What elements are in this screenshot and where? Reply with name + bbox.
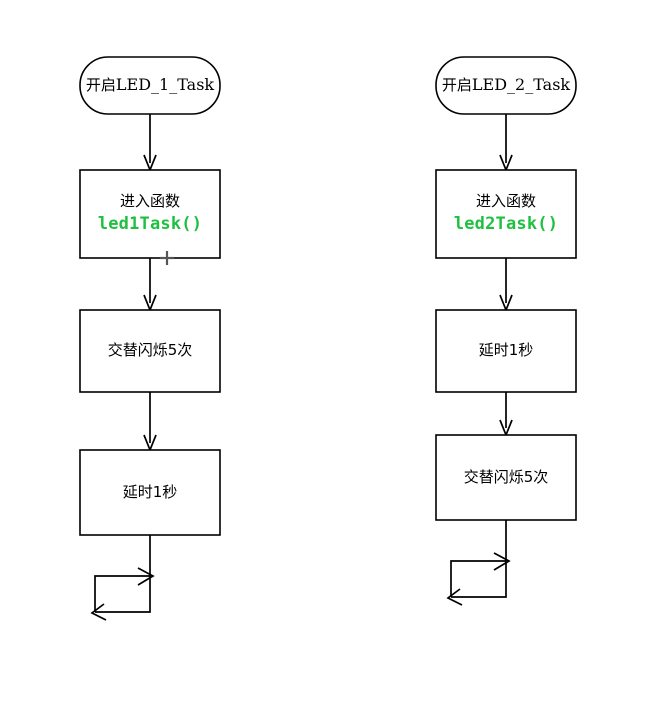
- arrowhead-led2-loop-out: [446, 588, 463, 606]
- edge-led2-loopback: [451, 520, 507, 598]
- arrowhead-led1-loop-in: [137, 567, 155, 586]
- node-start-led2[interactable]: [435, 56, 577, 115]
- arrowhead-led1-loop-out: [90, 603, 107, 621]
- edge-led1-loopback: [95, 535, 151, 613]
- handle-crosshair-icon[interactable]: [160, 251, 174, 265]
- node-led2-step3[interactable]: [435, 434, 577, 521]
- node-start-led1[interactable]: [79, 56, 221, 115]
- node-led2-step2[interactable]: [435, 309, 577, 393]
- node-led1-step1[interactable]: [79, 169, 221, 259]
- arrowhead-led2-loop-in: [493, 552, 511, 571]
- node-led2-step1[interactable]: [435, 169, 577, 259]
- edge-led2-loopback-rect: [450, 560, 506, 597]
- node-led1-step2[interactable]: [79, 309, 221, 393]
- node-led1-step3[interactable]: [79, 449, 221, 536]
- edge-led1-loopback-rect: [94, 575, 150, 612]
